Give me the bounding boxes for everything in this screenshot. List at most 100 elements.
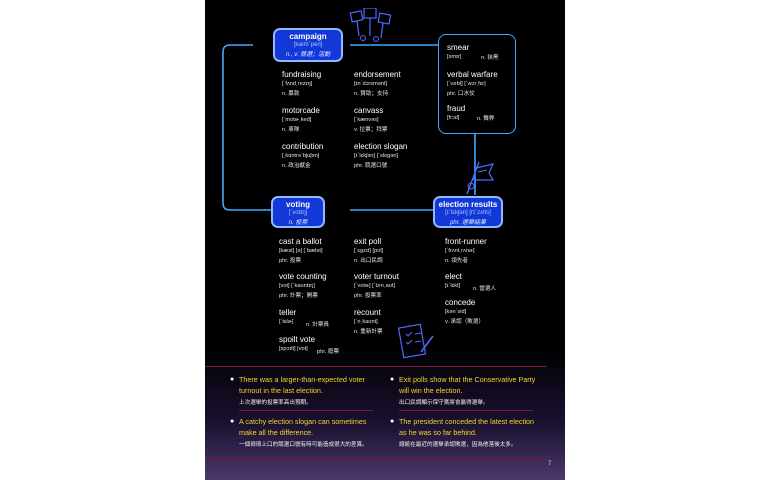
vocab-word: spoilt vote: [279, 335, 316, 344]
bullet-icon: ●: [390, 376, 395, 383]
vocab-word: endorsement: [354, 70, 401, 79]
heading-title: election results: [438, 200, 498, 209]
example-item: ● The president conceded the latest elec…: [390, 417, 540, 448]
vocab-meaning: n. 募款: [282, 91, 300, 97]
vocab-meaning: n. 抹黑: [481, 55, 499, 61]
vocab-meaning: v. 承認（敗選）: [445, 319, 485, 325]
vocab-phonetic: [ɪˋlɛkt]: [445, 283, 461, 289]
vocab-entry: motorcade [ˋmotɚ͵ked] n. 車隊: [282, 106, 320, 133]
vocab-entry: teller [ˋtɛlɚ]: [279, 308, 296, 325]
vocab-phonetic: [ɪˋlɛkʃən] [ˋslogən]: [354, 153, 399, 159]
vocab-meaning-inline: n. 舞弊: [477, 112, 494, 122]
vocab-entry: fundraising [ˋfʌnd͵rezɪŋ] n. 募款: [282, 70, 321, 97]
vocab-meaning: n. 計票員: [306, 322, 330, 328]
vocab-meaning: n. 贊助；支持: [354, 91, 389, 97]
example-chinese: 一個琅琅上口的競選口號有時可能造成很大的差異。: [239, 442, 368, 448]
vocab-entry: verbal warfare [ˋvɝbḷ] [ˋwɔr͵fɛr] phr. 口…: [447, 70, 498, 97]
vocab-meaning: phr. 口水仗: [447, 91, 475, 97]
vocab-phonetic: [ɪnˋdɔrsmənt]: [354, 81, 388, 87]
bullet-icon: ●: [230, 418, 235, 425]
election-results-heading: election results [ɪˋlɛkʃən] [rɪˋzʌlts] p…: [433, 196, 503, 228]
heading-meaning: n., v. 競選；活動: [285, 52, 331, 58]
vocab-word: fraud: [447, 104, 466, 113]
vocab-meaning: phr. 投票率: [354, 293, 382, 299]
connector-lines: [222, 44, 476, 211]
example-chinese: 出口民調顯示保守黨將會贏得選舉。: [399, 400, 489, 406]
vocab-phonetic: [ˋɛgzɪt] [pol]: [354, 248, 384, 254]
vocab-meaning-inline: n. 計票員: [306, 318, 329, 328]
vocab-meaning: phr. 競選口號: [354, 163, 388, 169]
vocab-entry: front-runner [ˋfrʌnt͵rʌnɚ] n. 領先者: [445, 237, 487, 264]
vocab-meaning: n. 出口民調: [354, 258, 383, 264]
vocab-entry: fraud [frɔd]: [447, 104, 465, 121]
bullet-icon: ●: [390, 418, 395, 425]
vocab-word: recount: [354, 308, 381, 317]
vocab-phonetic: [ˋvɝbḷ] [ˋwɔr͵fɛr]: [447, 81, 486, 87]
vocab-entry: elect [ɪˋlɛkt]: [445, 272, 462, 289]
example-item: ● Exit polls show that the Conservative …: [390, 375, 540, 406]
vocab-meaning: n. 車隊: [282, 127, 300, 133]
vocab-meaning: n. 領先者: [445, 258, 469, 264]
vocab-meaning: n. 政治獻金: [282, 163, 311, 169]
heading-phonetic: [ɪˋlɛkʃən] [rɪˋzʌlts]: [445, 210, 491, 216]
vocab-word: elect: [445, 272, 462, 281]
vocab-phonetic: [smɪr]: [447, 54, 462, 60]
vocab-meaning: n. 舞弊: [477, 116, 495, 122]
heading-meaning: n. 投票: [288, 220, 308, 226]
vocab-word: fundraising: [282, 70, 322, 79]
vocab-phonetic: [ˋfʌnd͵rezɪŋ]: [282, 81, 313, 87]
heading-title: voting: [286, 200, 310, 209]
vocab-entry: spoilt vote [spɔɪlt] [vot]: [279, 335, 315, 352]
vocab-word: concede: [445, 298, 476, 307]
vocab-entry: contribution [͵kɑntrəˋbjuʃən] n. 政治獻金: [282, 142, 323, 169]
vocab-entry: vote counting [vot] [ˋkaʊntɪŋ] phr. 計票；開…: [279, 272, 327, 299]
heading-phonetic: [ˋvotɪŋ]: [288, 210, 308, 216]
heading-meaning: phr. 選舉結果: [450, 220, 486, 226]
example-chinese: 總統在最近的選舉承認敗選，因為他落後太多。: [399, 442, 517, 448]
example-item: ● A catchy election slogan can sometimes…: [230, 417, 380, 448]
vocab-entry: recount [ˋri͵kaʊnt] n. 重新計票: [354, 308, 383, 335]
vocab-phonetic: [kənˋsid]: [445, 309, 467, 315]
vocab-word: election slogan: [354, 142, 408, 151]
vocab-meaning-inline: phr. 廢票: [317, 345, 339, 355]
vocab-phonetic: [ˋri͵kaʊnt]: [354, 319, 378, 325]
vocab-meaning-inline: n. 當選人: [473, 282, 496, 292]
vocab-word: vote counting: [279, 272, 327, 281]
vocab-meaning: phr. 計票；開票: [279, 293, 318, 299]
vocab-word: canvass: [354, 106, 384, 115]
vocab-entry: endorsement [ɪnˋdɔrsmənt] n. 贊助；支持: [354, 70, 401, 97]
example-english: A catchy election slogan can sometimes m…: [239, 417, 367, 437]
vocab-word: front-runner: [445, 237, 487, 246]
vocab-phonetic: [frɔd]: [447, 115, 460, 121]
vocab-entry: voter turnout [ˋvotɚ] [ˋtɝn͵aʊt] phr. 投票…: [354, 272, 399, 299]
voting-heading: voting [ˋvotɪŋ] n. 投票: [271, 196, 325, 228]
bullet-icon: ●: [230, 376, 235, 383]
vocab-phonetic: [ˋvotɚ] [ˋtɝn͵aʊt]: [354, 283, 395, 289]
vocab-meaning: phr. 廢票: [317, 349, 340, 355]
divider: [399, 410, 533, 411]
vocab-entry: canvass [ˋkænvəs] v. 拉票；拜票: [354, 106, 387, 133]
vocab-entry: smear [smɪr]: [447, 43, 469, 60]
example-english: The president conceded the latest electi…: [399, 417, 535, 437]
vocab-meaning: phr. 投票: [279, 258, 302, 264]
vocab-meaning: n. 當選人: [473, 286, 497, 292]
vocab-word: contribution: [282, 142, 324, 151]
vocab-entry: election slogan [ɪˋlɛkʃən] [ˋslogən] phr…: [354, 142, 407, 169]
vocab-meaning: v. 拉票；拜票: [354, 127, 388, 133]
example-sentences: ● There was a larger-than-expected voter…: [205, 366, 547, 460]
vocab-phonetic: [kæst] [ə] [ˋbælət]: [279, 248, 323, 254]
vocab-phonetic: [vot] [ˋkaʊntɪŋ]: [279, 283, 315, 289]
vocab-phonetic: [ˋfrʌnt͵rʌnɚ]: [445, 248, 475, 254]
example-chinese: 上次選舉的投票率高出預期。: [239, 400, 312, 406]
heading-title: campaign: [289, 32, 327, 41]
vocab-meaning: n. 重新計票: [354, 329, 383, 335]
vocab-phonetic: [spɔɪlt] [vot]: [279, 346, 308, 352]
example-english: There was a larger-than-expected voter t…: [239, 375, 365, 395]
example-item: ● There was a larger-than-expected voter…: [230, 375, 380, 406]
vocab-word: smear: [447, 43, 470, 52]
vocab-word: exit poll: [354, 237, 382, 246]
ballot-checklist-icon: [397, 323, 434, 359]
flag-icon: [466, 161, 495, 195]
heading-phonetic: [kæmˋpen]: [293, 42, 323, 48]
vocab-phonetic: [ˋkænvəs]: [354, 117, 379, 123]
